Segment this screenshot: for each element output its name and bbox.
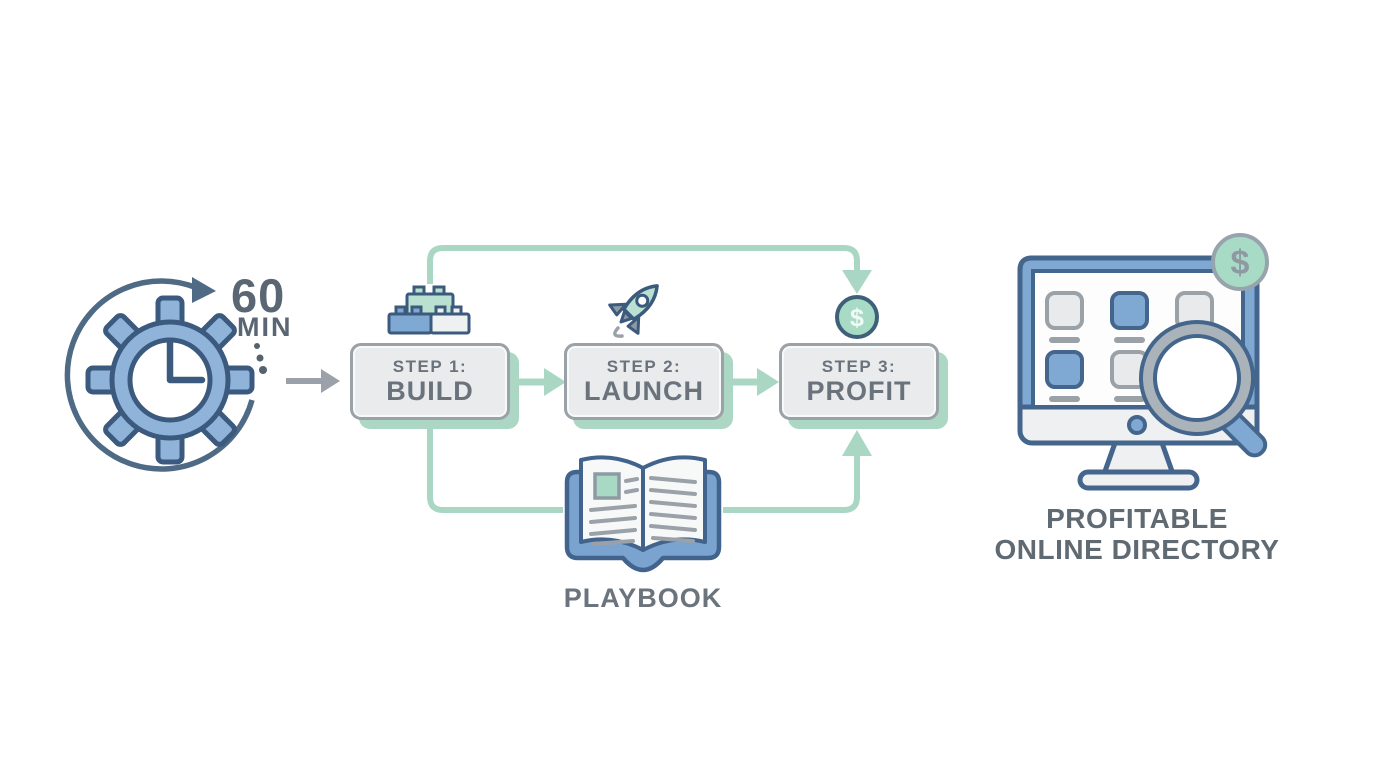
- result-line1: PROFITABLE: [1046, 503, 1228, 534]
- rocket-icon: [608, 284, 659, 338]
- dollar-coin-symbol: $: [850, 304, 864, 332]
- magnifier-icon: [1139, 320, 1268, 458]
- step-title: STEP 3:: [821, 357, 897, 376]
- result-line2: ONLINE DIRECTORY: [994, 534, 1280, 565]
- timer-unit: MIN: [237, 312, 293, 342]
- step-box-build: STEP 1: BUILD: [350, 343, 510, 420]
- coin-icon: $: [1211, 233, 1269, 291]
- monitor-stand: [1101, 440, 1176, 477]
- timer-arrow: [286, 369, 340, 393]
- step-box-profit: STEP 3: PROFIT: [779, 343, 939, 420]
- rocket-flame: [613, 326, 624, 338]
- step-label: BUILD: [386, 376, 474, 406]
- timer-dots: [254, 343, 267, 374]
- bricks-icon: [387, 285, 471, 335]
- flow-arrow-1: [513, 368, 566, 396]
- coin-symbol: $: [1231, 244, 1250, 282]
- timer-gear-icon: [64, 277, 255, 472]
- timer-circle-arrowhead: [192, 277, 216, 303]
- loop-bottom-arrow: [427, 424, 872, 513]
- flow-arrow-2: [726, 368, 779, 396]
- step-title: STEP 2:: [606, 357, 682, 376]
- playbook-icon: [564, 455, 722, 573]
- step-title: STEP 1:: [392, 357, 468, 376]
- playbook-label: PLAYBOOK: [563, 583, 723, 613]
- book-left-page: [579, 455, 645, 552]
- step-label: PROFIT: [806, 376, 912, 406]
- app-tiles: [1045, 291, 1214, 402]
- timer-value: 60: [231, 269, 286, 322]
- step-box-launch: STEP 2: LAUNCH: [564, 343, 724, 420]
- monitor-icon: $: [1017, 233, 1269, 491]
- loop-top-arrow: [427, 245, 872, 294]
- step-label: LAUNCH: [584, 376, 704, 406]
- dollar-coin-icon: $: [835, 295, 879, 339]
- clock-hands: [166, 338, 206, 384]
- monitor-base: [1077, 469, 1200, 491]
- result-label: PROFITABLE ONLINE DIRECTORY: [987, 503, 1287, 565]
- book-image-thumbnail: [593, 472, 621, 500]
- book-text-lines: [589, 476, 697, 546]
- monitor-button: [1127, 415, 1147, 435]
